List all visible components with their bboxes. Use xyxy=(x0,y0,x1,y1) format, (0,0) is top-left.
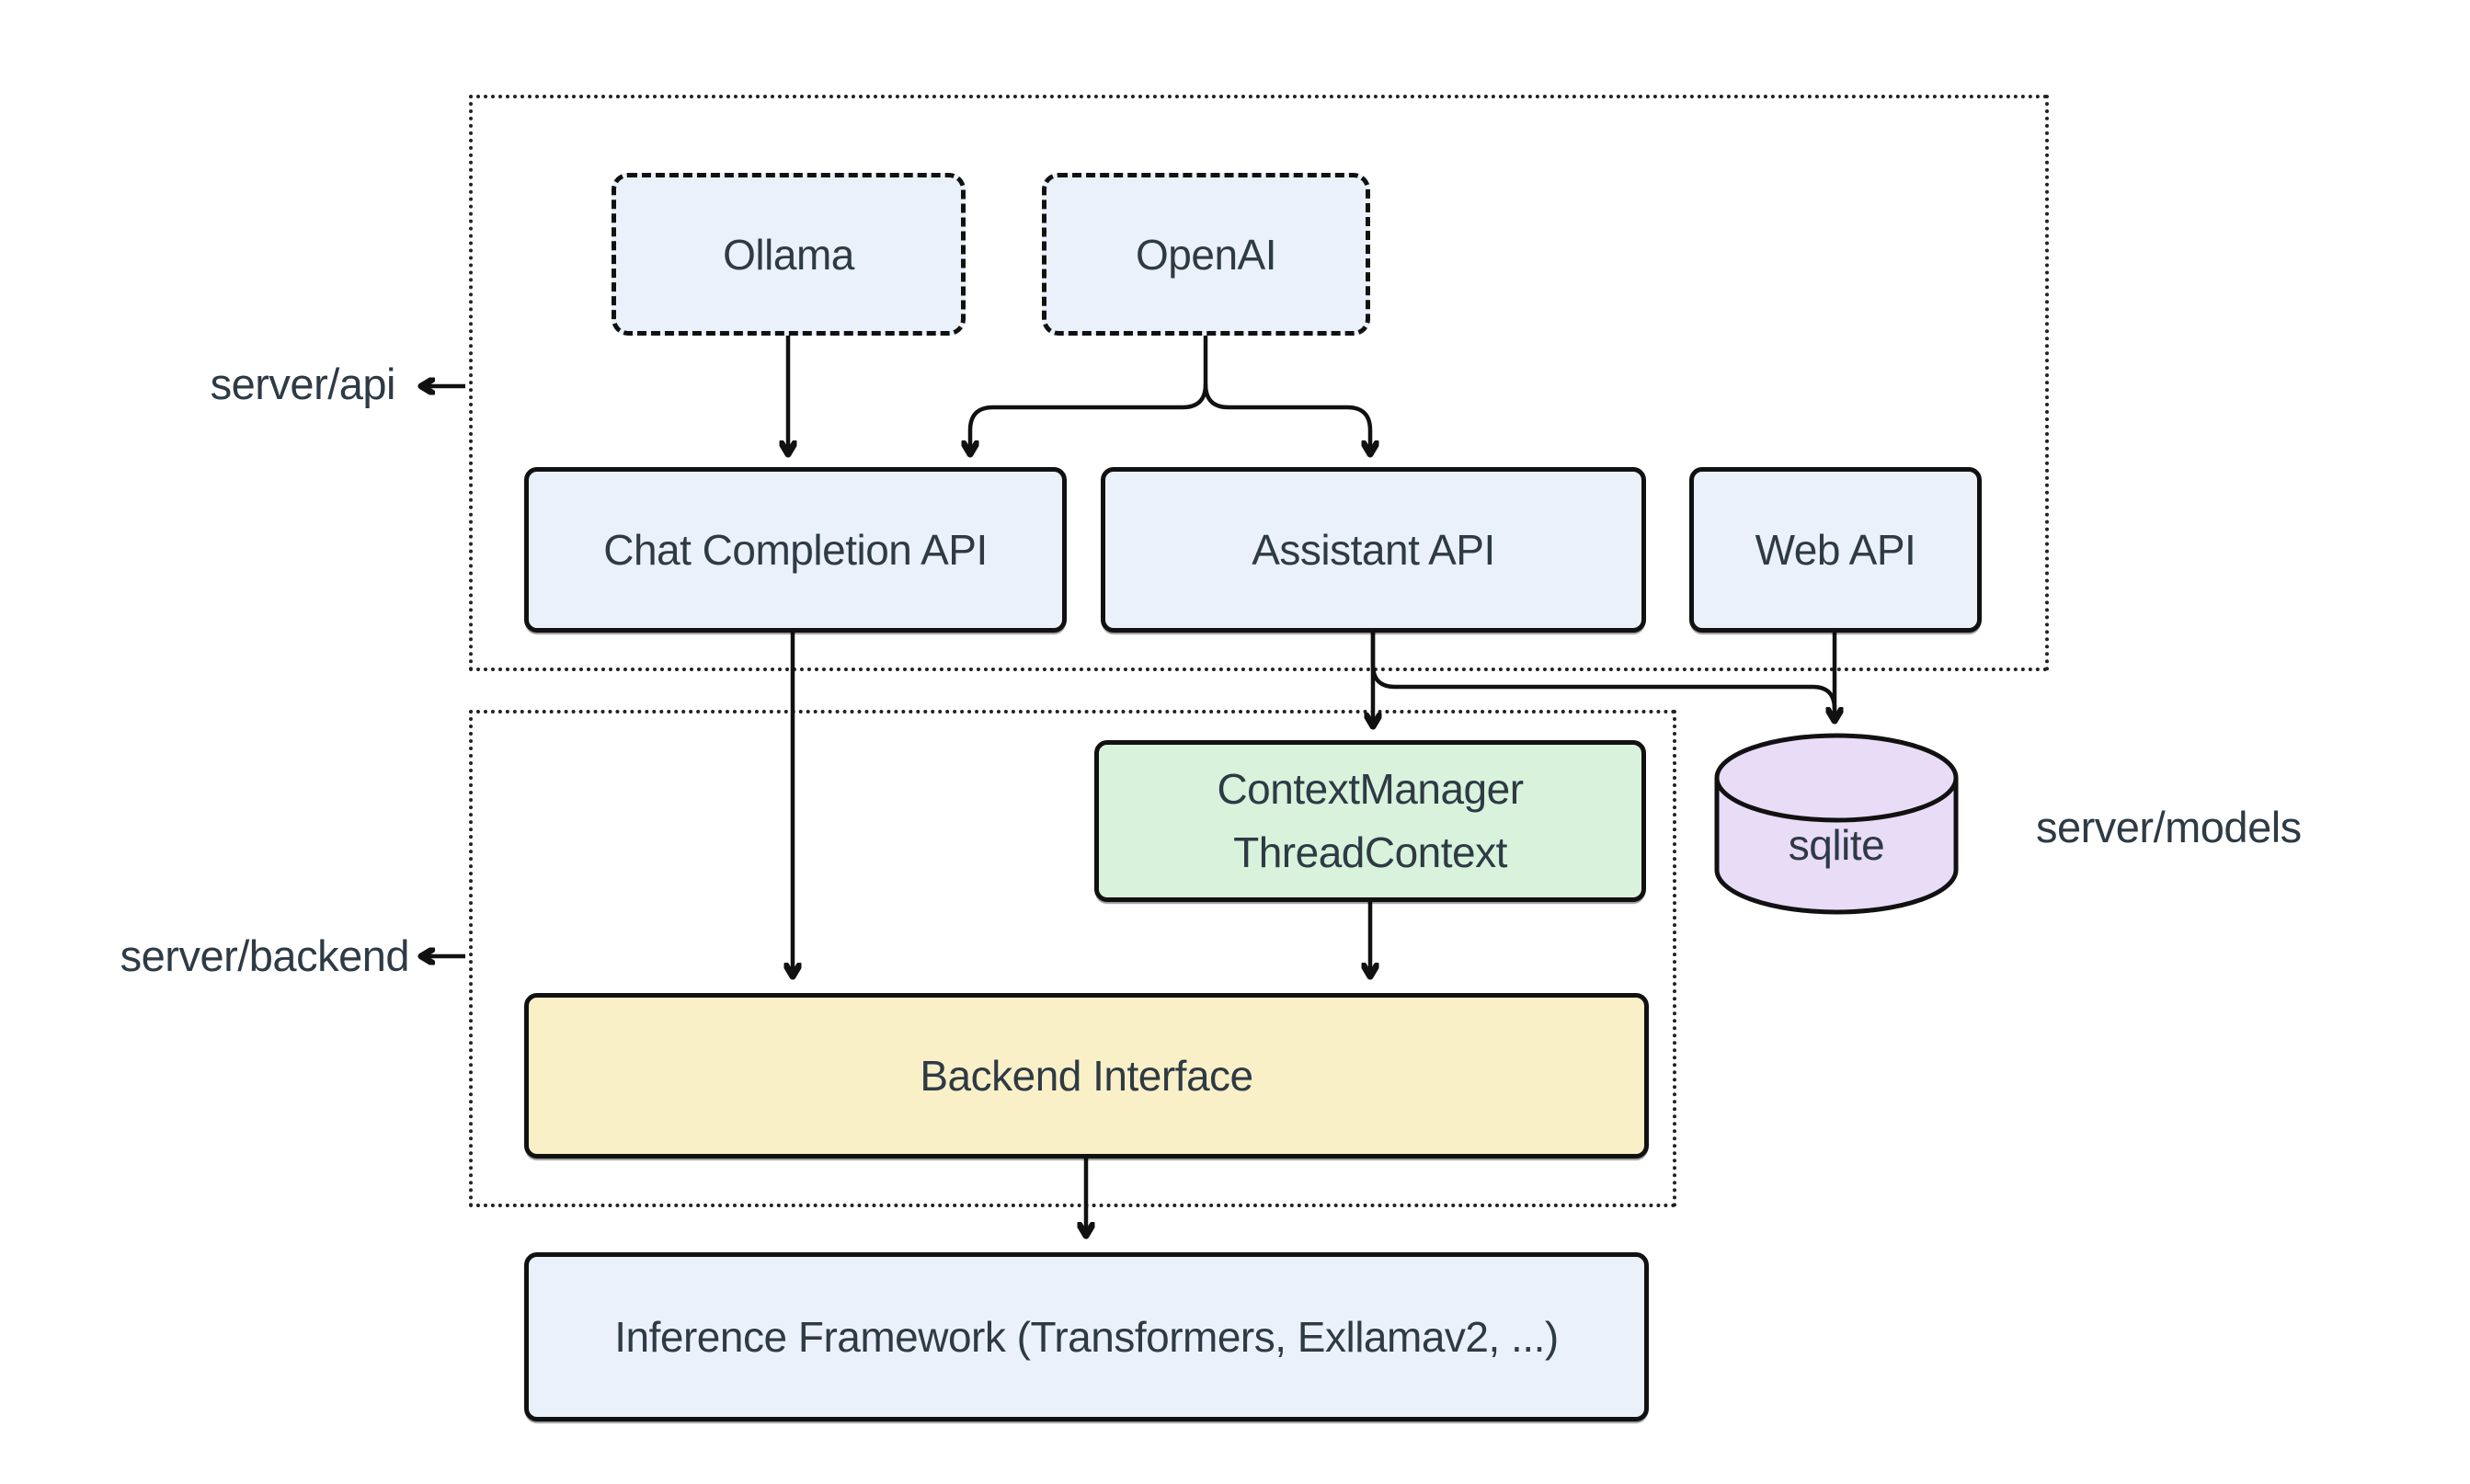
node-context-manager-line1: ContextManager xyxy=(1217,765,1524,813)
edge-openai-to-assistant xyxy=(1203,383,1370,454)
node-web-api: Web API xyxy=(1689,467,1982,633)
server-api-label: server/api xyxy=(210,360,396,408)
sqlite-cylinder-icon xyxy=(1714,733,1959,915)
node-chat-completion-api-label: Chat Completion API xyxy=(603,526,988,574)
server-backend-label: server/backend xyxy=(120,931,410,980)
node-chat-completion-api: Chat Completion API xyxy=(524,467,1067,633)
node-ollama: Ollama xyxy=(612,173,966,336)
node-context-manager-line2: ThreadContext xyxy=(1233,828,1507,876)
server-api-group-border xyxy=(469,95,2049,671)
edge-openai-to-chat xyxy=(970,336,1208,454)
server-backend-group-border xyxy=(469,710,1676,1207)
node-openai: OpenAI xyxy=(1042,173,1370,336)
node-inference-framework-label: Inference Framework (Transformers, Exlla… xyxy=(614,1313,1559,1361)
node-backend-interface: Backend Interface xyxy=(524,993,1649,1159)
node-inference-framework: Inference Framework (Transformers, Exlla… xyxy=(524,1252,1649,1421)
server-models-label: server/models xyxy=(2036,803,2302,851)
edge-assistant-to-sqlite xyxy=(1370,633,1837,710)
node-openai-label: OpenAI xyxy=(1136,230,1277,279)
node-web-api-label: Web API xyxy=(1755,526,1916,574)
sqlite-label: sqlite xyxy=(1788,821,1885,869)
node-assistant-api-label: Assistant API xyxy=(1252,526,1495,574)
node-ollama-label: Ollama xyxy=(723,230,854,279)
node-context-manager: ContextManager ThreadContext xyxy=(1094,740,1646,902)
node-assistant-api: Assistant API xyxy=(1101,467,1646,633)
node-backend-interface-label: Backend Interface xyxy=(920,1052,1253,1100)
